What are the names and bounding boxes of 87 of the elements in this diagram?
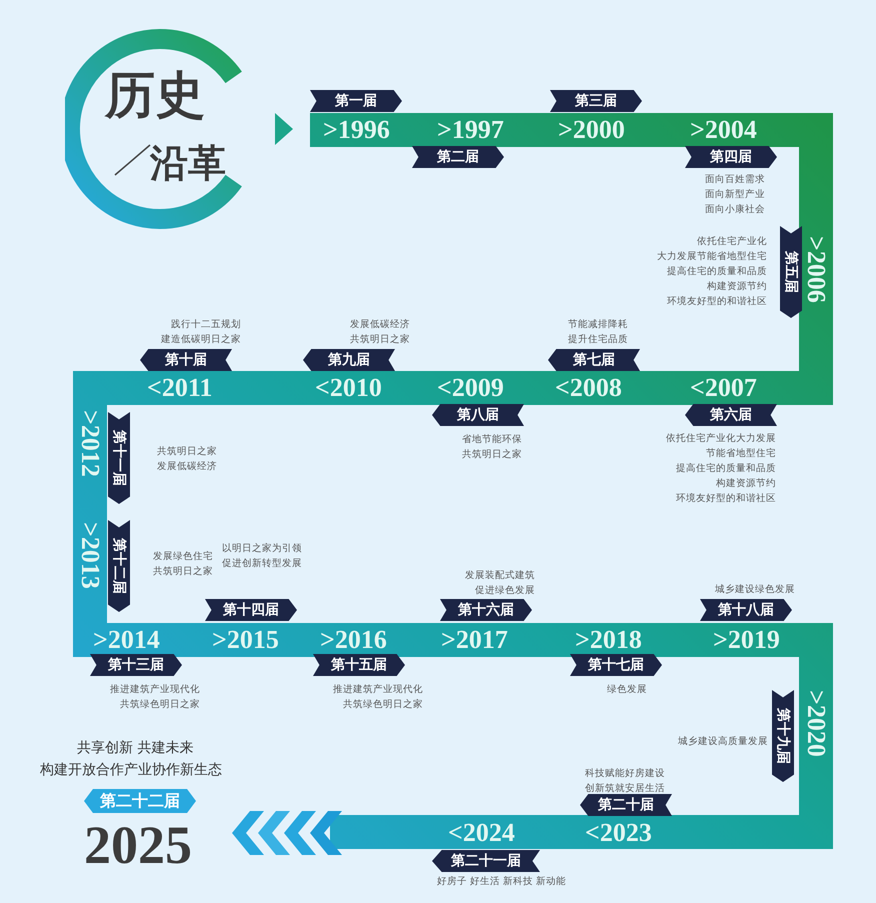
year-label: >2012 [77, 410, 103, 477]
edition-ribbon: 第十二届 [108, 520, 130, 612]
description-text: 发展低碳经济 [157, 460, 217, 474]
year-text: 2025 [84, 818, 192, 872]
description-text: 以明日之家为引领 [222, 542, 302, 556]
description-text: 环境友好型的和谐社区 [676, 492, 776, 506]
description-text: 依托住宅产业化大力发展 [666, 432, 776, 446]
year-label: <2009 [437, 375, 504, 401]
year-label: >2020 [803, 690, 829, 757]
year-label: >2000 [558, 117, 625, 143]
description-text: 创新筑就安居生活 [585, 782, 665, 796]
description-text: 构建资源节约 [707, 280, 767, 294]
year-label: >1996 [323, 117, 390, 143]
description-text: 建造低碳明日之家 [161, 333, 241, 347]
year-label: >2019 [713, 627, 780, 653]
description-text: 面向新型产业 [705, 188, 765, 202]
year-label: >2013 [77, 522, 103, 589]
description-text: 大力发展节能省地型住宅 [657, 250, 767, 264]
edition-ribbon: 第十届 [140, 349, 232, 371]
description-text: 科技赋能好房建设 [585, 767, 665, 781]
year-label: >2004 [690, 117, 757, 143]
year-label: >2016 [320, 627, 387, 653]
description-text: 面向小康社会 [705, 203, 765, 217]
description-text: 发展装配式建筑 [465, 569, 535, 583]
edition-ribbon: 第九届 [303, 349, 395, 371]
edition-ribbon: 第二届 [412, 146, 504, 168]
edition-ribbon: 第十九届 [772, 690, 794, 782]
description-text: 发展低碳经济 [350, 318, 410, 332]
edition-ribbon: 第十一届 [108, 412, 130, 504]
edition-ribbon: 第十五届 [313, 654, 405, 676]
edition-ribbon: 第十四届 [205, 599, 297, 621]
edition-ribbon: 第五届 [780, 226, 802, 318]
edition-ribbon: 第六届 [685, 404, 777, 426]
description-text: 城乡建设高质量发展 [678, 735, 768, 749]
description-text: 推进建筑产业现代化 [333, 683, 423, 697]
year-label: <2010 [315, 375, 382, 401]
description-text: 共筑明日之家 [153, 565, 213, 579]
description-text: 共筑明日之家 [462, 448, 522, 462]
year-label: <2011 [147, 375, 212, 401]
description-text: 环境友好型的和谐社区 [667, 295, 767, 309]
edition-ribbon: 第二十一届 [432, 850, 540, 872]
edition-ribbon: 第十三届 [90, 654, 182, 676]
year-label: >2006 [803, 236, 829, 303]
year-label: <2007 [690, 375, 757, 401]
description-text: 提升住宅品质 [568, 333, 628, 347]
title-text: 沿革 [150, 145, 226, 183]
year-label: <2024 [448, 820, 515, 846]
description-text: 促进创新转型发展 [222, 557, 302, 571]
edition-ribbon: 第十八届 [700, 599, 792, 621]
description-text: 城乡建设绿色发展 [715, 583, 795, 597]
edition-ribbon: 第八届 [432, 404, 524, 426]
title-text: 历史 [105, 70, 205, 120]
edition-ribbon: 第一届 [310, 90, 402, 112]
description-text: 践行十二五规划 [171, 318, 241, 332]
year-label: >2014 [93, 627, 160, 653]
description-text: 面向百姓需求 [705, 173, 765, 187]
year-label: >2015 [212, 627, 279, 653]
year-label: >1997 [437, 117, 504, 143]
edition-ribbon: 第十七届 [570, 654, 662, 676]
description-text: 依托住宅产业化 [697, 235, 767, 249]
description-text: 节能省地型住宅 [706, 447, 776, 461]
edition-ribbon: 第二十二届 [84, 789, 196, 813]
description-text: 推进建筑产业现代化 [110, 683, 200, 697]
description-text: 构建资源节约 [716, 477, 776, 491]
year-label: >2017 [441, 627, 508, 653]
description-text: 共筑明日之家 [157, 445, 217, 459]
description-text: 好房子 好生活 新科技 新动能 [437, 875, 566, 889]
description-text: 提高住宅的质量和品质 [676, 462, 776, 476]
edition-ribbon: 第十六届 [440, 599, 532, 621]
description-text: 共筑绿色明日之家 [120, 698, 200, 712]
edition-ribbon: 第四届 [685, 146, 777, 168]
description-text: 提高住宅的质量和品质 [667, 265, 767, 279]
description-text: 绿色发展 [607, 683, 647, 697]
slogan-text: 共享创新 共建未来 [77, 739, 194, 757]
edition-ribbon: 第七届 [548, 349, 640, 371]
description-text: 共筑明日之家 [350, 333, 410, 347]
slogan-text: 构建开放合作产业协作新生态 [40, 761, 222, 779]
description-text: 促进绿色发展 [475, 584, 535, 598]
edition-ribbon: 第三届 [550, 90, 642, 112]
description-text: 共筑绿色明日之家 [343, 698, 423, 712]
edition-ribbon: 第二十届 [580, 794, 672, 816]
year-label: >2018 [575, 627, 642, 653]
year-label: <2023 [585, 820, 652, 846]
description-text: 省地节能环保 [462, 433, 522, 447]
description-text: 节能减排降耗 [568, 318, 628, 332]
year-label: <2008 [555, 375, 622, 401]
description-text: 发展绿色住宅 [153, 550, 213, 564]
